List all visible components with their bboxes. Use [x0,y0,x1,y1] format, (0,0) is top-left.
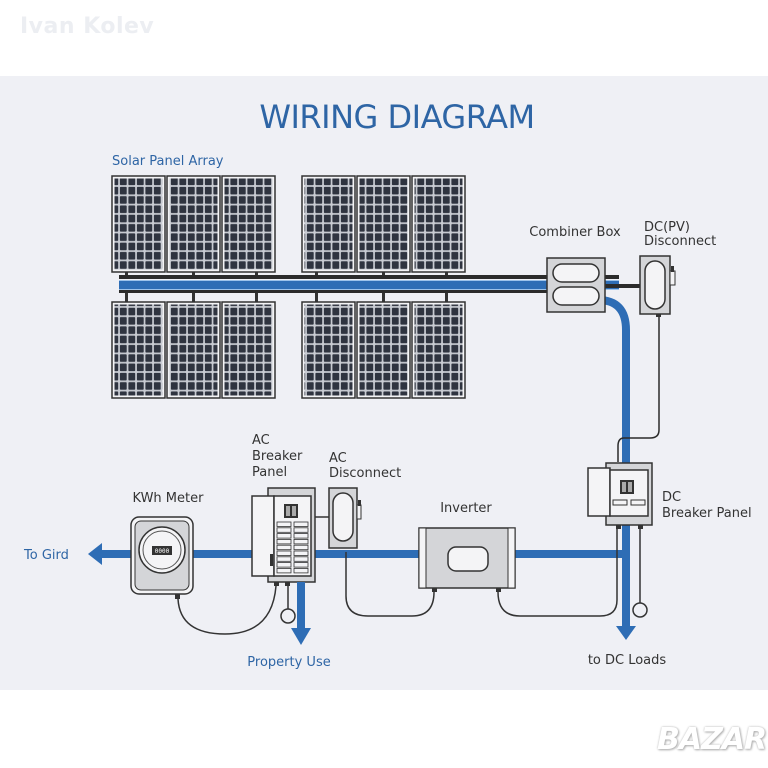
inverter-to-dc-breaker-wire [497,529,618,617]
panel-connector [255,272,258,275]
combiner-box [546,257,606,313]
bazar-logo: BAZAR [657,722,767,757]
panel-connector [125,293,128,302]
panel-connector [382,293,385,302]
solar-panel-cells [359,304,408,396]
disconnect-to-dc-breaker-wire [617,316,660,462]
breaker-switch [293,539,309,545]
breaker-switch [276,527,292,533]
ac-disconnect-label-line1: AC [329,451,347,466]
dc-disconnect-label-line2: Disconnect [644,234,716,249]
breaker-switch [293,550,309,556]
dc-disconnect-label-line1: DC(PV) [644,220,690,235]
breaker-switch [293,568,309,574]
meter-to-ac-panel-wire [177,585,277,635]
breaker-switch [276,521,292,527]
panel-connector [315,293,318,302]
solar-panel-cells [304,178,353,270]
breaker-switch [276,562,292,568]
ac-disconnect [328,487,362,549]
ground-icon [632,602,648,618]
solar-panel-cells [414,178,463,270]
dc-breaker-panel [587,462,653,529]
breaker-switch [276,533,292,539]
panel-connector [192,293,195,302]
property-use-label: Property Use [247,655,330,670]
breaker-switch [276,539,292,545]
combiner-box-label: Combiner Box [529,225,621,240]
breaker-switch [293,544,309,551]
breaker-switch [276,568,292,574]
breaker-switch [293,527,309,533]
kwh-meter: 0000 [130,516,194,599]
wiring-diagram: WIRING DIAGRAM Solar Panel Array Combine… [23,98,752,670]
to-grid-label: To Gird [23,548,69,563]
solar-panel-cells [414,304,463,396]
solar-panel-cells [169,304,218,396]
panel-connector [192,272,195,275]
combiner-to-dc-breaker-wire [597,296,630,468]
ac-main-wire [100,550,630,558]
ac-breaker-switches [276,521,309,574]
ac-breaker-label-line2: Breaker [252,449,303,464]
inverter-to-ac-disconnect-wire [345,552,435,617]
solar-array-label: Solar Panel Array [112,154,224,169]
diagram-title: WIRING DIAGRAM [259,98,534,136]
breaker-switch [293,556,309,562]
solar-panel-cells [304,304,353,396]
dc-breaker-label-line1: DC [662,490,681,505]
property-use-wire [297,582,305,630]
dc-loads-label: to DC Loads [588,653,667,668]
panel-connector [445,272,448,275]
to-grid-arrow-icon [88,543,102,565]
breaker-switch [276,556,292,562]
breaker-switch [293,521,309,527]
panel-connector [382,272,385,275]
dc-loads-arrow-icon [616,626,636,640]
breaker-switch [293,562,309,568]
solar-panel-cells [359,178,408,270]
panel-connector [125,272,128,275]
panel-connector [255,293,258,302]
dc-pv-disconnect [639,255,676,317]
kwh-meter-label: KWh Meter [133,491,205,506]
ac-ground-icon [280,608,296,624]
breaker-switch [293,533,309,539]
inverter-label: Inverter [440,501,492,516]
ac-breaker-label-line1: AC [252,433,270,448]
solar-panel-array [111,175,466,399]
inverter [418,527,516,592]
ac-disconnect-label-line2: Disconnect [329,466,401,481]
solar-panel-cells [114,178,163,270]
ac-breaker-panel [251,487,316,586]
dc-loads-wire [622,520,630,628]
dc-bus-wire [119,275,619,293]
breaker-switch [276,550,292,556]
meter-display: 0000 [155,548,170,555]
breaker-switch [276,544,292,551]
solar-panel-cells [114,304,163,396]
panel-connector [315,272,318,275]
property-use-arrow-icon [291,628,311,645]
solar-panel-cells [224,178,273,270]
watermark-text: Ivan Kolev [20,14,155,39]
solar-panel-cells [224,304,273,396]
combiner-to-disconnect-wire [605,284,642,288]
solar-panel-cells [169,178,218,270]
dc-breaker-label-line2: Breaker Panel [662,506,752,521]
diagram-canvas: WIRING DIAGRAM Solar Panel Array Combine… [0,76,768,690]
panel-connector [445,293,448,302]
ac-breaker-label-line3: Panel [252,465,287,480]
